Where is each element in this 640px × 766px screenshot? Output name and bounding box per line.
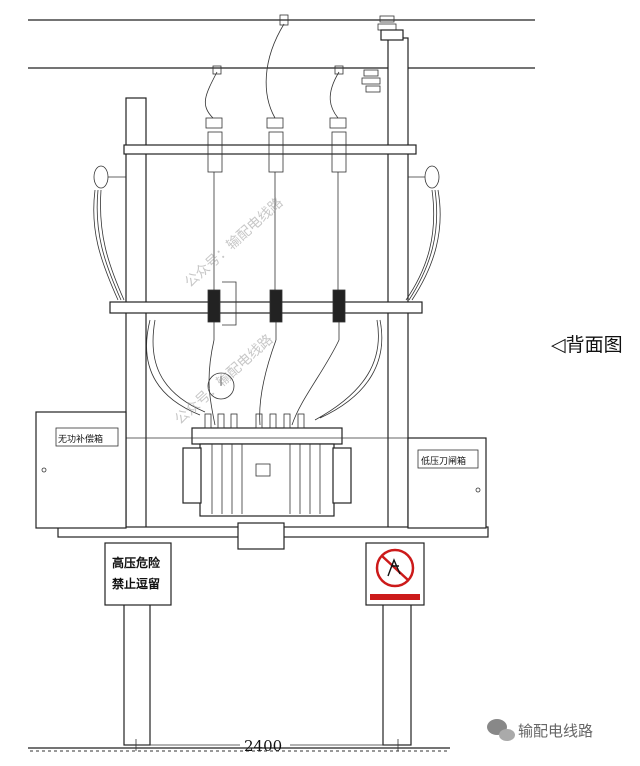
- warning-sign-left: [104, 542, 172, 606]
- drop-lead-right: [329, 71, 340, 119]
- lightning-arresters: [207, 281, 346, 340]
- lv-box-label: 低压刀闸箱: [421, 455, 466, 467]
- cable-bundle-right: [405, 189, 441, 301]
- middle-cross-arm: [109, 301, 423, 314]
- drop-lead-mid: [265, 23, 285, 119]
- reactive-box-label: 无功补偿箱: [58, 433, 103, 445]
- view-label: ◁背面图: [551, 334, 623, 356]
- warning-line-1: 高压危险: [112, 555, 161, 570]
- top-insulators: [212, 14, 397, 93]
- watermark-brand: 输配电线路: [518, 722, 594, 740]
- side-cable-left: [146, 319, 206, 416]
- pole-lamps: [93, 165, 440, 189]
- drop-lead-left: [204, 71, 218, 119]
- transformer: [182, 413, 352, 550]
- no-climbing-sign: [365, 542, 425, 606]
- ground-line: [28, 747, 450, 752]
- lv-switch-box: [407, 437, 487, 529]
- upper-cross-arm: [123, 144, 417, 155]
- warning-line-2: 禁止逗留: [112, 576, 160, 591]
- left-pole: [123, 97, 151, 746]
- cable-bundle-left: [93, 189, 125, 301]
- meter-dial: [207, 372, 235, 400]
- dimension-line: [135, 739, 399, 751]
- side-cable-right: [314, 319, 383, 421]
- watermark-diagonal-2: 公众号：输配电线路: [172, 332, 276, 428]
- brand-chat-icon: [487, 719, 515, 741]
- dimension-text: 2400: [244, 737, 283, 755]
- watermark-diagonal-1: 公众号：输配电线路: [182, 195, 286, 291]
- right-pole: [380, 29, 412, 746]
- fuse-cutouts: [205, 117, 347, 300]
- hv-leads: [208, 339, 340, 426]
- reactive-compensation-box: [35, 411, 127, 529]
